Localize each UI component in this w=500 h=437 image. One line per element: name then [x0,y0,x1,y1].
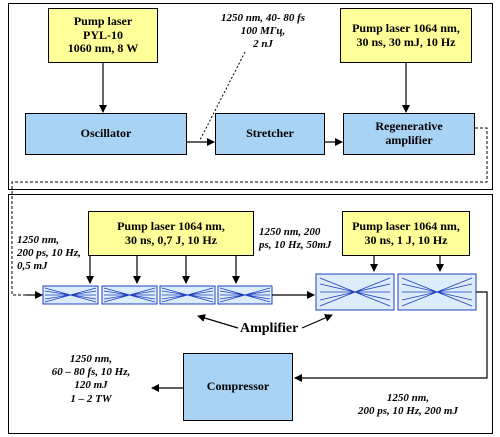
after-amp-note-line2: 200 ps, 10 Hz, 200 mJ [358,405,458,418]
amp-pointer-right [301,314,333,329]
output-pulse-note-line4: 1 – 2 TW [70,392,112,405]
oscillator-label: Oscillator [80,126,132,141]
output-pulse-note-line2: 60 – 80 fs, 10 Hz, [51,366,131,379]
compressor-label: Compressor [206,379,270,394]
mid-pulse-note-line1: 1250 nm, 200 [259,226,321,238]
pump-laser-regen-line2: 30 ns, 30 mJ, 10 Hz [356,34,456,49]
pump-laser-pyl10: Pump laser PYL-10 1060 nm, 8 W [48,8,158,63]
pump-laser-pyl10-line1: Pump laser [73,13,133,28]
pump-laser-amp1-line1: Pump laser 1064 nm, [117,218,225,233]
amplifier-label: Amplifier [240,321,299,336]
stretcher-label: Stretcher [246,126,294,141]
pump-laser-amp1: Pump laser 1064 nm, 30 ns, 0,7 J, 10 Hz [88,211,254,256]
amp-stage-1 [42,285,99,305]
pump-laser-pyl10-line2: PYL-10 [83,27,123,42]
input-pulse-note-line2: 200 ps, 10 Hz, [17,247,81,260]
amp-stage-5 [315,273,395,311]
stretched-pulse-note-line1: 1250 nm, 40- 80 fs [220,12,306,24]
mid-pulse-note: 1250 nm, 200 ps, 10 Hz, 50mJ [259,226,331,252]
dashed-link-regen-to-amp [11,127,488,296]
input-pulse-note: 1250 nm, 200 ps, 10 Hz, 0,5 mJ [17,234,81,274]
input-pulse-note-line3: 0,5 mJ [17,260,48,273]
amp-stage-6 [397,273,477,311]
amp-stage-3 [159,285,216,305]
stretched-pulse-note-line2: 100 МГц, [240,25,286,38]
regenerative-amplifier-box: Regenerative amplifier [343,113,475,155]
regen-label-line2: amplifier [385,133,433,147]
pump-laser-regen: Pump laser 1064 nm, 30 ns, 30 mJ, 10 Hz [340,8,472,63]
amp-group-1 [42,285,273,305]
stretched-pulse-note: 1250 nm, 40- 80 fs 100 МГц, 2 nJ [203,12,323,52]
pump-laser-pyl10-line3: 1060 nm, 8 W [67,41,139,56]
after-amp-note: 1250 nm, 200 ps, 10 Hz, 200 mJ [338,392,478,418]
output-pulse-note: 1250 nm, 60 – 80 fs, 10 Hz, 120 mJ 1 – 2… [38,353,144,406]
pump-laser-amp1-line2: 30 ns, 0,7 J, 10 Hz [124,232,217,247]
compressor-box: Compressor [183,353,293,421]
output-pulse-note-line1: 1250 nm, [69,353,113,365]
mid-pulse-note-line2: ps, 10 Hz, 50mJ [259,239,332,252]
output-pulse-note-line3: 120 mJ [74,379,108,392]
oscillator-box: Oscillator [25,113,187,155]
input-pulse-note-line1: 1250 nm, [17,234,60,246]
amp-pointer-left [197,314,239,329]
pump-laser-amp2-line1: Pump laser 1064 nm, [352,218,460,233]
after-amp-note-line1: 1250 nm, [386,392,430,404]
amp-stage-4 [217,285,273,305]
amp-stage-2 [101,285,158,305]
pump-laser-amp2: Pump laser 1064 nm, 30 ns, 1 J, 10 Hz [342,211,470,256]
amp-group-2 [315,273,477,311]
path-amp2-to-compressor [294,291,488,382]
pump-laser-regen-line1: Pump laser 1064 nm, [352,20,460,35]
note-pointer-dotted [199,51,246,141]
stretcher-box: Stretcher [215,113,325,155]
regen-label-line1: Regenerative [375,119,443,134]
pump-laser-amp2-line2: 30 ns, 1 J, 10 Hz [364,232,448,247]
stretched-pulse-note-line3: 2 nJ [253,38,273,51]
